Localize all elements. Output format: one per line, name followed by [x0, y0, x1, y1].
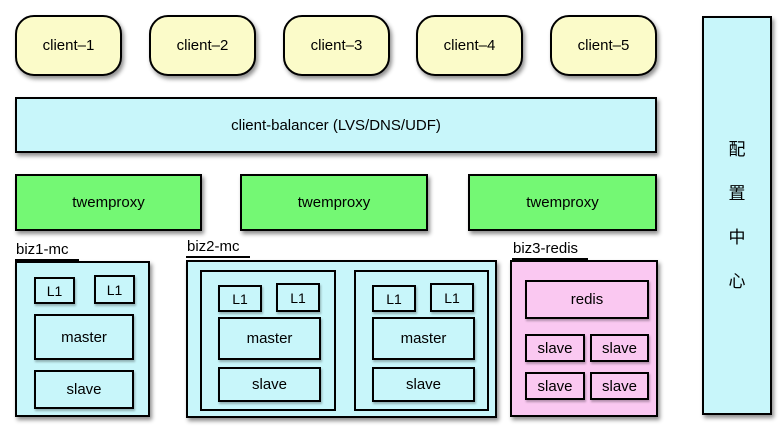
redis-slave-node: slave: [525, 372, 585, 400]
client-node-2: client–2: [149, 15, 256, 76]
l1-cache-node: L1: [94, 275, 135, 304]
l1-cache-node: L1: [430, 283, 474, 312]
master-node: master: [218, 317, 321, 360]
redis-master-node: redis: [525, 280, 649, 319]
l1-cache-node: L1: [218, 285, 262, 312]
twemproxy-node-3: twemproxy: [468, 174, 657, 231]
cluster-biz1-mc: L1 L1 master slave: [15, 261, 150, 417]
config-center-panel: 配 置 中 心: [702, 16, 772, 415]
client-node-4: client–4: [416, 15, 523, 76]
config-center-char: 置: [728, 184, 746, 203]
cluster-biz2-mc: L1 L1 master slave L1 L1 master slave: [186, 260, 497, 418]
redis-slave-node: slave: [590, 372, 649, 400]
cluster-biz3-redis: redis slave slave slave slave: [510, 260, 658, 417]
slave-node: slave: [34, 370, 134, 409]
slave-node: slave: [372, 367, 475, 402]
redis-slave-node: slave: [590, 334, 649, 362]
slave-node: slave: [218, 367, 321, 402]
cluster-title-biz3-redis: biz3-redis: [512, 240, 589, 260]
twemproxy-node-2: twemproxy: [240, 174, 428, 231]
config-center-char: 心: [728, 272, 746, 291]
master-node: master: [372, 317, 475, 360]
l1-cache-node: L1: [372, 285, 416, 312]
cluster-title-biz2-mc: biz2-mc: [186, 238, 250, 258]
client-node-3: client–3: [283, 15, 390, 76]
twemproxy-node-1: twemproxy: [15, 174, 202, 231]
client-node-5: client–5: [550, 15, 657, 76]
config-center-char: 中: [728, 228, 746, 247]
l1-cache-node: L1: [34, 277, 75, 304]
client-balancer: client-balancer (LVS/DNS/UDF): [15, 97, 657, 153]
shard-2: L1 L1 master slave: [354, 270, 489, 411]
shard-1: L1 L1 master slave: [200, 270, 336, 411]
cluster-title-biz1-mc: biz1-mc: [15, 241, 79, 261]
client-node-1: client–1: [15, 15, 122, 76]
l1-cache-node: L1: [276, 283, 320, 312]
master-node: master: [34, 314, 134, 360]
redis-slave-node: slave: [525, 334, 585, 362]
config-center-char: 配: [728, 140, 746, 159]
